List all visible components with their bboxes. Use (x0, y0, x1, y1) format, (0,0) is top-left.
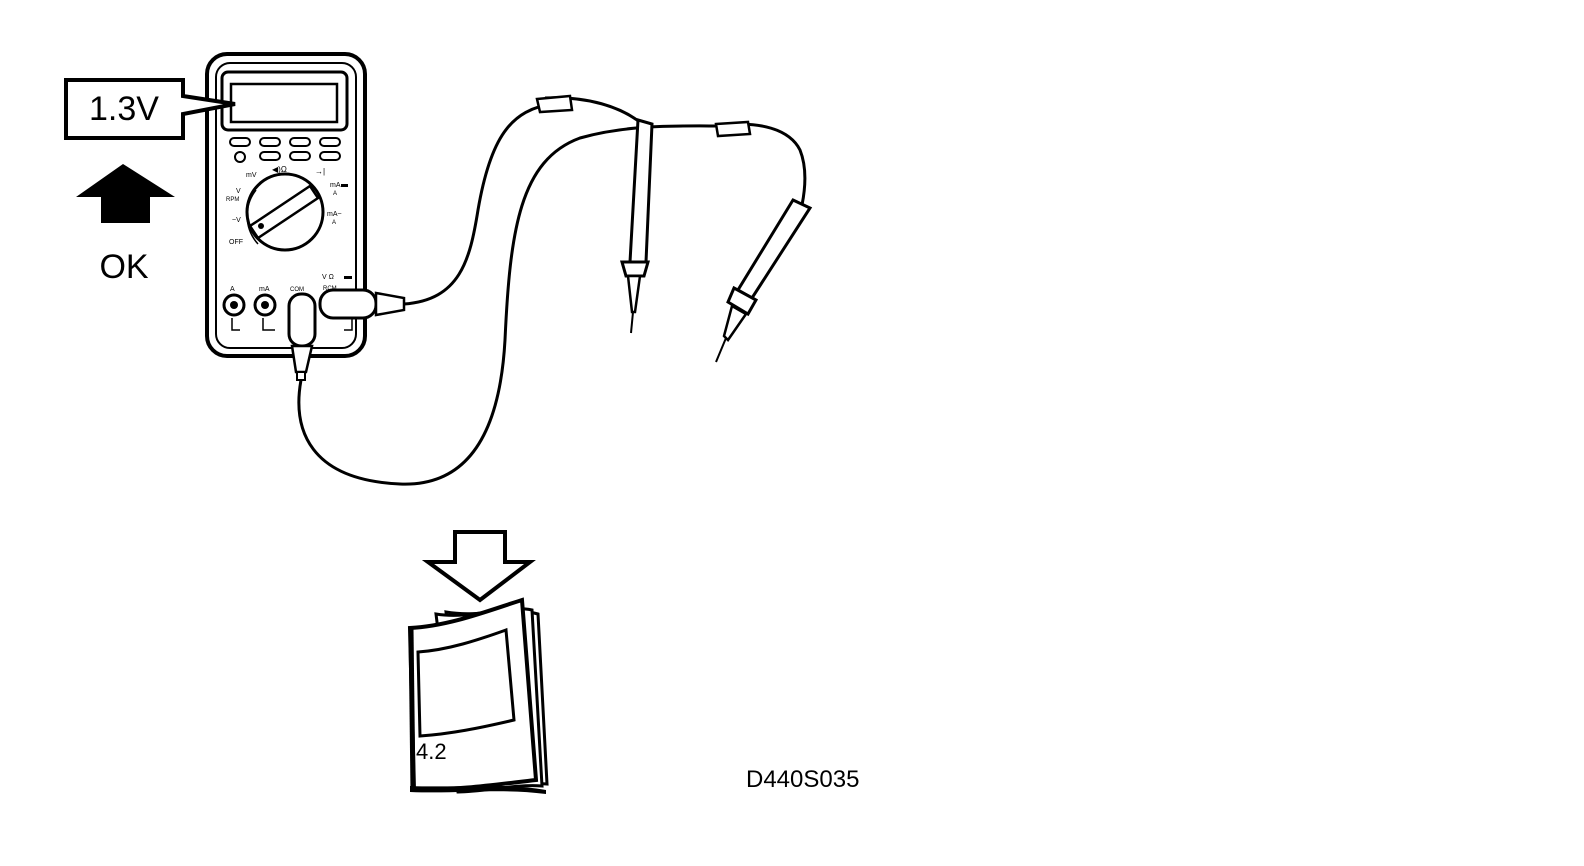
ok-label: OK (99, 248, 148, 286)
lead-cable-red (403, 102, 556, 306)
reading-callout: 1.3V (64, 78, 236, 140)
probe-left (535, 94, 654, 334)
multimeter: mV ◀)Ω →| V RPM mA A ~V mA~ A OFF A mA C… (205, 52, 367, 358)
lead-cable-black (297, 124, 725, 486)
dial-label-a-left: A (333, 191, 337, 197)
jack-label-com: COM (290, 287, 304, 293)
ok-indicator: OK (76, 164, 175, 286)
jack-label-v-ohm: V Ω (322, 274, 334, 281)
manual-book: 4.2 (407, 597, 549, 794)
up-arrow-icon (76, 164, 175, 223)
reading-value: 1.3V (89, 90, 159, 128)
dial-label-ma-left: mA (330, 182, 341, 189)
dial-label-rpm: RPM (226, 197, 239, 203)
dial-label-off: OFF (229, 239, 243, 246)
manual-section: 4.2 (416, 739, 447, 764)
dial-label-diode: →| (315, 167, 325, 176)
dial-label-v: V (236, 188, 241, 195)
down-arrow-icon (421, 530, 536, 603)
meter-buttons (229, 137, 341, 163)
rotary-dial (245, 172, 325, 252)
dial-label-a-right: A (332, 220, 336, 226)
dial-label-ma-right: mA~ (327, 211, 342, 218)
probe-right (714, 120, 813, 363)
meter-jacks: A mA COM V Ω RCM (222, 274, 353, 331)
figure-code: D440S035 (746, 766, 859, 793)
probe-leads (287, 94, 813, 486)
dial-label-ohm: ◀)Ω (272, 165, 287, 174)
meter-display (220, 70, 349, 132)
dial-label-ac-v: ~V (232, 217, 241, 224)
v-plug (318, 288, 406, 320)
jack-label-ma: mA (259, 286, 270, 293)
com-plug (287, 292, 317, 381)
dial-label-mv: mV (246, 172, 257, 179)
jack-label-a: A (230, 286, 235, 293)
dial-labels: mV ◀)Ω →| V RPM mA A ~V mA~ A OFF (226, 165, 348, 246)
